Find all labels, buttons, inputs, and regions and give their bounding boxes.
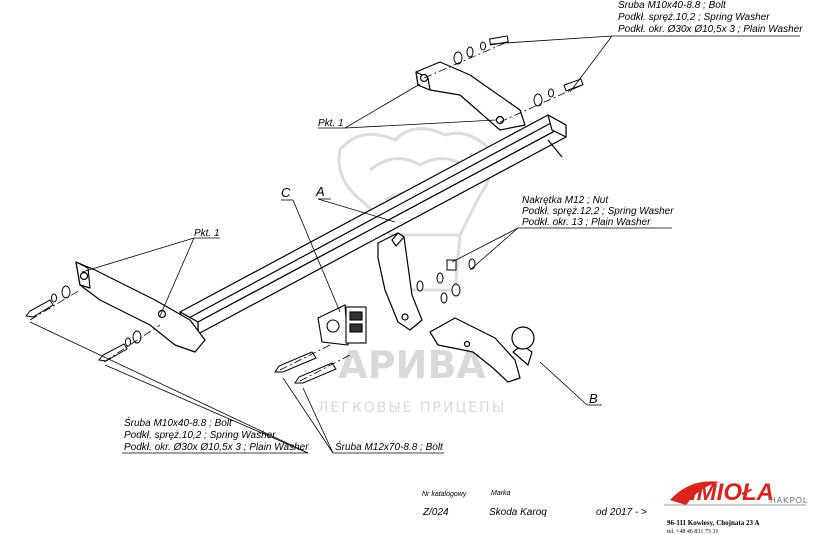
logo-wordmark: IMIOŁA: [690, 479, 774, 506]
vehicle-model: Skoda Karoq: [489, 507, 547, 518]
company-address: 96-111 Kowiesy, Chojnata 23 A: [667, 519, 759, 527]
callout-bottom-left-line1: Śruba M10x40-8.8 ; Bolt: [124, 416, 233, 429]
pkt-label-left: Pkt. 1: [194, 228, 220, 239]
logo-swoosh-icon: [670, 481, 720, 505]
callout-nut-line1: Nakrętka M12 ; Nut: [522, 195, 609, 206]
callout-nut: Nakrętka M12 ; Nut Podkł. spręż.12,2 ; S…: [522, 195, 674, 228]
title-block: Nr katalogowy Z/024 Marka Skoda Karoq od…: [422, 490, 647, 518]
production-years: od 2017 - >: [596, 507, 647, 518]
part-letter-b: B: [589, 391, 598, 406]
callout-nut-line3: Podkł. okr. 13 ; Plain Washer: [522, 217, 651, 228]
socket-plate: [317, 304, 367, 346]
logo-subtitle: HAKPOL: [770, 496, 808, 505]
left-bracket: [75, 261, 206, 353]
callout-top-right: Śruba M10x40-8.8 ; Bolt Podkł. spręż.10,…: [618, 0, 803, 35]
callout-nut-line2: Podkł. spręż.12,2 ; Spring Washer: [522, 206, 674, 217]
company-phone: tel. +48 46 831 73 31: [667, 529, 718, 535]
crossbar: [179, 114, 567, 335]
brand-label: Marka: [491, 490, 511, 497]
company-logo: IMIOŁA HAKPOL: [664, 479, 808, 506]
callout-top-right-line1: Śruba M10x40-8.8 ; Bolt: [618, 0, 727, 11]
catalog-number: Z/024: [422, 507, 449, 518]
callout-top-right-line3: Podkł. okr. Ø30x Ø10,5x 3 ; Plain Washer: [618, 24, 803, 35]
part-letter-c: C: [281, 185, 291, 200]
pkt-label-top: Pkt. 1: [318, 118, 344, 129]
callout-bottom-left: Śruba M10x40-8.8 ; Bolt Podkł. spręż.10,…: [124, 416, 309, 453]
tow-ball: [429, 317, 535, 383]
catalog-number-label: Nr katalogowy: [422, 491, 467, 498]
callout-top-right-line2: Podkł. spręż.10,2 ; Spring Washer: [618, 12, 770, 23]
right-bracket: [415, 61, 563, 158]
leader-lines: [29, 35, 800, 454]
fasteners: [25, 35, 584, 384]
watermark-tagline: ЛЕГКОВЫЕ ПРИЦЕПЫ: [318, 400, 506, 416]
center-plate: [377, 232, 423, 331]
part-letter-a: A: [315, 184, 325, 199]
callout-bottom-left-line3: Podkł. okr. Ø30x Ø10,5x 3 ; Plain Washer: [124, 442, 309, 453]
callout-bolt-m12: Śruba M12x70-8.8 ; Bolt: [335, 440, 444, 453]
callout-bottom-left-line2: Podkł. spręż.10,2 ; Spring Washer: [124, 430, 276, 441]
